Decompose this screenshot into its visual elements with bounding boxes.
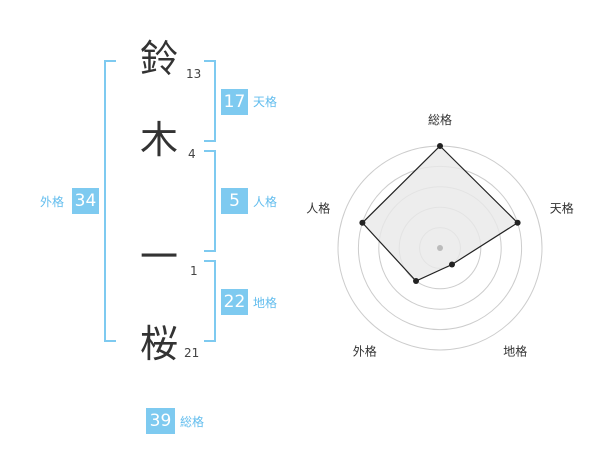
radar-point-1 <box>437 143 443 149</box>
chikaku-bracket <box>204 260 216 342</box>
radar-point-2 <box>514 219 521 226</box>
name-char-2: 木 <box>140 118 179 162</box>
radar-axis-label: 天格 <box>550 200 574 215</box>
chikaku-badge: 22 <box>221 289 248 315</box>
radar-point-5 <box>359 219 366 226</box>
gaikaku-label: 外格 <box>40 195 65 209</box>
tenkaku-bracket <box>204 60 216 142</box>
name-char-4: 桜 <box>140 322 179 366</box>
jinkaku-bracket <box>204 150 216 252</box>
radar-center-dot <box>437 245 443 251</box>
stroke-count-2: 4 <box>188 147 196 161</box>
gaikaku-badge: 34 <box>72 188 99 214</box>
radar-axis-label: 外格 <box>353 344 377 359</box>
jinkaku-badge: 5 <box>221 188 248 214</box>
name-char-3: 一 <box>140 235 179 279</box>
radar-axis-label: 地格 <box>503 344 527 359</box>
jinkaku-label: 人格 <box>253 195 278 209</box>
name-char-1: 鈴 <box>140 37 179 81</box>
radar-point-4 <box>413 278 420 285</box>
soukaku-label: 総格 <box>180 415 205 429</box>
soukaku-badge: 39 <box>146 408 175 434</box>
chikaku-label: 地格 <box>253 296 278 310</box>
stroke-count-1: 13 <box>186 67 202 81</box>
tenkaku-label: 天格 <box>253 95 278 109</box>
gaikaku-bracket <box>104 60 116 342</box>
radar-point-3 <box>448 261 455 268</box>
radar-polygon <box>361 145 519 282</box>
stroke-count-3: 1 <box>190 264 198 278</box>
tenkaku-badge: 17 <box>221 89 248 115</box>
radar-axis-label: 総格 <box>428 112 452 127</box>
radar-axis-label: 人格 <box>306 200 330 215</box>
stroke-count-4: 21 <box>184 346 200 360</box>
